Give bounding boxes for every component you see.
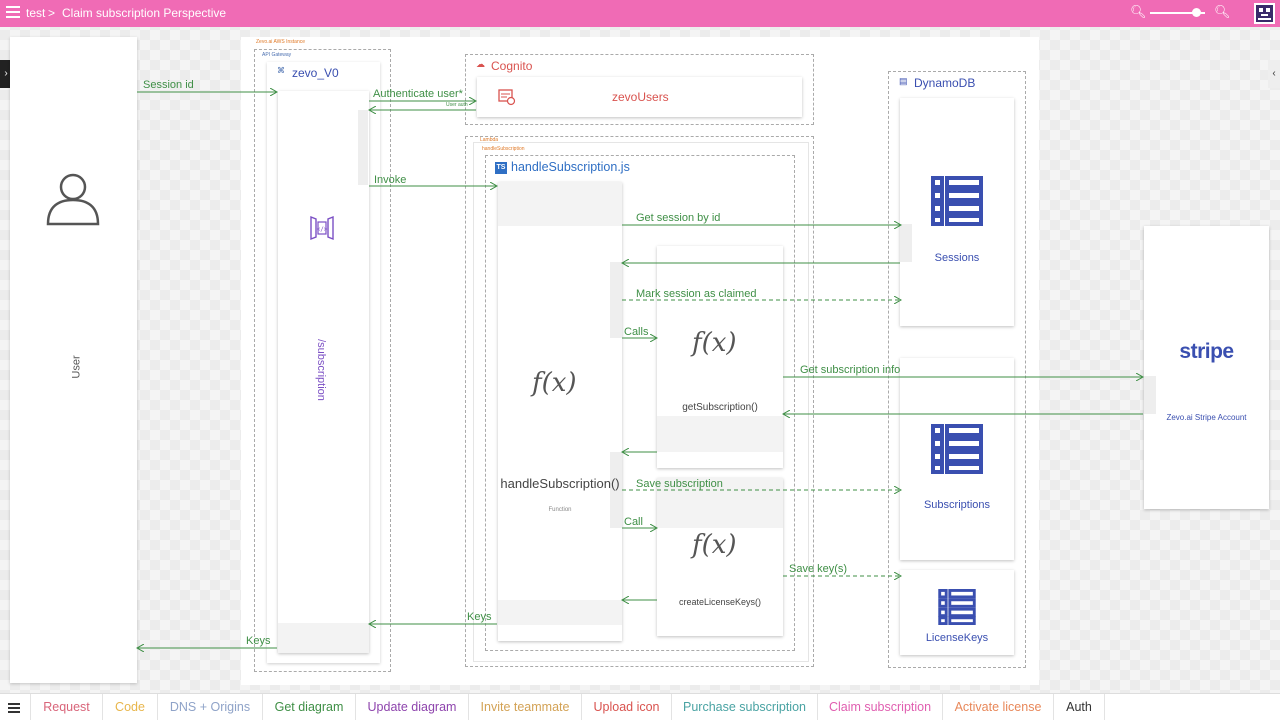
zoom-in-icon[interactable]: 🔍︎ (1214, 4, 1231, 19)
cognito-icon: ☁ (476, 59, 485, 69)
get-subscription-name: getSubscription() (682, 402, 758, 413)
avatar[interactable] (1254, 3, 1275, 24)
typescript-file-icon: TS (495, 162, 507, 174)
zoom-slider-handle[interactable] (1192, 8, 1202, 17)
message-keys-inner: Keys (467, 611, 492, 623)
page-title: Claim subscription Perspective (62, 6, 227, 20)
message-save-keys: Save key(s) (789, 563, 848, 575)
api-gateway-activation (278, 91, 369, 653)
lambda-function-group (485, 155, 795, 651)
message-keys-outer: Keys (246, 635, 271, 647)
message-calls: Calls (624, 326, 649, 338)
stripe-account-name: Zevo.ai Stripe Account (1166, 413, 1247, 422)
top-bar: test > Claim subscription Perspective 🔍︎… (0, 0, 1280, 27)
tab-request[interactable]: Request (30, 694, 102, 720)
subscriptions-table-name: Subscriptions (923, 499, 991, 511)
lambda-file-name: handleSubscription.js (511, 160, 630, 174)
stripe-account (1144, 226, 1269, 509)
message-user-auth: User auth (446, 102, 468, 108)
message-save-subscription: Save subscription (636, 478, 723, 490)
right-panel-toggle-chevron-icon[interactable]: ‹ (1268, 60, 1280, 88)
tab-auth[interactable]: Auth (1053, 694, 1105, 720)
api-gateway-name: zevo_V0 (292, 66, 339, 80)
aws-instance-label: Zevo.ai AWS Instance (256, 39, 306, 45)
tab-get-diagram[interactable]: Get diagram (262, 694, 355, 720)
message-invoke: Invoke (374, 174, 407, 186)
tab-upload-icon[interactable]: Upload icon (581, 694, 671, 720)
tab-activate-license[interactable]: Activate license (942, 694, 1053, 720)
message-call: Call (624, 516, 643, 528)
dynamodb-group (888, 71, 1026, 668)
message-authenticate: Authenticate user* (373, 88, 463, 100)
hamburger-menu-icon[interactable] (6, 6, 20, 20)
tab-purchase-subscription[interactable]: Purchase subscription (671, 694, 817, 720)
dynamodb-icon: ▤ (899, 76, 908, 86)
stripe-logo: stripe (1179, 340, 1234, 363)
sessions-table-name: Sessions (934, 252, 980, 264)
cognito-group (465, 54, 814, 125)
user-lane: User (10, 37, 137, 683)
get-subscription-function-icon: f(x) (692, 328, 737, 358)
dynamodb-title: DynamoDB (914, 76, 976, 90)
breadcrumb-project[interactable]: test (26, 6, 46, 20)
lambda-group (465, 136, 814, 667)
list-icon[interactable] (8, 703, 20, 713)
table-icon (931, 176, 983, 226)
user-icon (46, 173, 100, 226)
left-panel-toggle-chevron-icon[interactable]: › (0, 60, 12, 88)
lambda-subgroup-label: handleSubscription (482, 146, 525, 152)
api-gateway-icon: ⌘ (277, 66, 285, 75)
create-license-keys-function-icon: f(x) (692, 530, 737, 560)
table-icon (931, 424, 983, 474)
user-pool-icon (498, 89, 516, 106)
api-gateway-group (254, 49, 391, 672)
tab-update-diagram[interactable]: Update diagram (355, 694, 468, 720)
table-icon (938, 589, 976, 625)
message-mark-claimed: Mark session as claimed (636, 288, 757, 300)
license-keys-table (900, 570, 1014, 655)
handle-subscription-name: handleSubscription() (500, 476, 620, 491)
api-gateway-endpoint-icon: </> (310, 215, 334, 241)
tab-dns-origins[interactable]: DNS + Origins (157, 694, 262, 720)
message-session-id: Session id (143, 79, 194, 91)
svg-text:</>: </> (317, 226, 328, 233)
message-get-session: Get session by id (636, 212, 721, 224)
zoom-slider[interactable] (1150, 12, 1205, 14)
cognito-user-pool (477, 77, 802, 117)
handle-subscription-kind: Function (548, 507, 572, 513)
api-gateway-group-label: API Gateway (262, 52, 292, 58)
handle-subscription-function-icon: f(x) (532, 368, 577, 398)
user-pool-name: zevoUsers (612, 90, 669, 104)
zoom-out-icon[interactable]: 🔍︎ (1130, 4, 1147, 19)
breadcrumb-separator: > (48, 6, 56, 20)
tab-code[interactable]: Code (102, 694, 157, 720)
tab-claim-subscription[interactable]: Claim subscription (817, 694, 942, 720)
tab-invite-teammate[interactable]: Invite teammate (468, 694, 581, 720)
license-keys-table-name: LicenseKeys (925, 632, 989, 644)
create-license-keys-name: createLicenseKeys() (678, 597, 762, 607)
bottom-tab-bar: Request Code DNS + Origins Get diagram U… (0, 693, 1280, 720)
message-get-sub-info: Get subscription info (800, 364, 901, 376)
cognito-title: Cognito (491, 59, 533, 73)
lambda-group-label: Lambda (480, 137, 499, 143)
handle-subscription-lane (498, 182, 622, 641)
